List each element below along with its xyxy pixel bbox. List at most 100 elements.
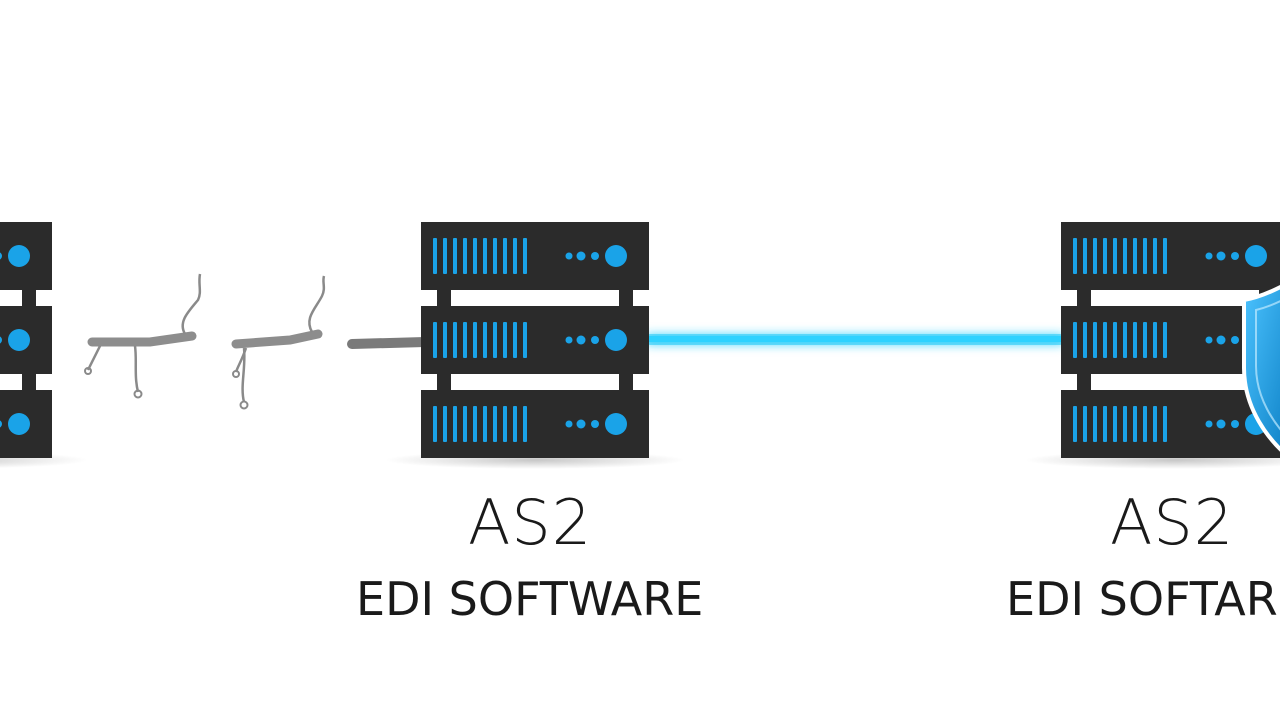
vent-slit [1083,322,1087,358]
status-light [1216,251,1226,261]
vent-slit [1133,238,1137,274]
vent-slit [1113,322,1117,358]
status-light [576,251,586,261]
vent-slit [1163,238,1167,274]
status-light [0,420,2,428]
rack-rail [22,290,36,306]
vent-slit [1123,238,1127,274]
status-light [1231,252,1239,260]
vent-slit [513,322,517,358]
status-light [1216,419,1226,429]
vent-slit [1073,238,1077,274]
status-light-large [1245,245,1267,267]
right-server-rack-icon [1025,222,1280,469]
vent-slit [483,238,487,274]
vent-slit [433,238,437,274]
rack-rail [1077,290,1091,306]
vent-slit [443,406,447,442]
vent-slit [443,322,447,358]
server-unit [1061,222,1280,290]
vent-slit [523,238,527,274]
vent-slit [1153,238,1157,274]
vent-slit [503,322,507,358]
vent-slit [1163,406,1167,442]
vent-slit [493,406,497,442]
vent-slit [443,238,447,274]
vent-slit [503,238,507,274]
status-light [576,419,586,429]
vent-slit [433,406,437,442]
vent-slit [1153,406,1157,442]
vent-slit [1103,406,1107,442]
status-light-large [605,329,627,351]
shield-icon [1242,284,1280,452]
vent-slit [1093,406,1097,442]
vent-slit [1163,322,1167,358]
status-light [591,336,599,344]
vent-slit [1083,406,1087,442]
center-server-title: AS2 [468,486,593,559]
vent-slit [513,406,517,442]
vent-slit [1073,322,1077,358]
status-light-large [8,413,30,435]
right-server-title: AS2 [1110,486,1235,559]
status-light [1205,420,1213,428]
vent-slit [463,238,467,274]
secure-connection-line [645,334,1065,345]
status-light [1205,252,1213,260]
left-server-rack-icon [0,222,88,469]
status-light [565,420,573,428]
vent-slit [493,322,497,358]
status-light [1231,336,1239,344]
vent-slit [473,406,477,442]
right-server-subtitle: EDI SOFTAR [1006,572,1278,626]
vent-slit [1133,406,1137,442]
vent-slit [1093,322,1097,358]
status-light [565,336,573,344]
vent-slit [453,238,457,274]
rack-rail [437,374,451,390]
vent-slit [1143,322,1147,358]
status-light [591,420,599,428]
vent-slit [1143,238,1147,274]
status-light-large [8,329,30,351]
rack-rail [1077,374,1091,390]
vent-slit [1083,238,1087,274]
vent-slit [473,322,477,358]
server-unit [1061,390,1280,458]
vent-slit [523,322,527,358]
vent-slit [473,238,477,274]
vent-slit [1133,322,1137,358]
vent-slit [513,238,517,274]
center-server-subtitle: EDI SOFTWARE [356,572,704,626]
status-light [0,336,2,344]
rack-rail [619,290,633,306]
vent-slit [1103,322,1107,358]
vent-slit [1113,238,1117,274]
status-light-large [8,245,30,267]
vent-slit [493,238,497,274]
rack-rail [619,374,633,390]
center-server-rack-icon [385,222,685,469]
vent-slit [463,322,467,358]
vent-slit [483,322,487,358]
vent-slit [1123,406,1127,442]
rack-rail [22,374,36,390]
vent-slit [503,406,507,442]
status-light [1231,420,1239,428]
rack-rail [437,290,451,306]
vent-slit [1073,406,1077,442]
status-light-large [605,245,627,267]
status-light [565,252,573,260]
vent-slit [523,406,527,442]
vent-slit [453,406,457,442]
vent-slit [433,322,437,358]
vent-slit [1123,322,1127,358]
vent-slit [1143,406,1147,442]
status-light [576,335,586,345]
vent-slit [1153,322,1157,358]
vent-slit [463,406,467,442]
vent-slit [453,322,457,358]
